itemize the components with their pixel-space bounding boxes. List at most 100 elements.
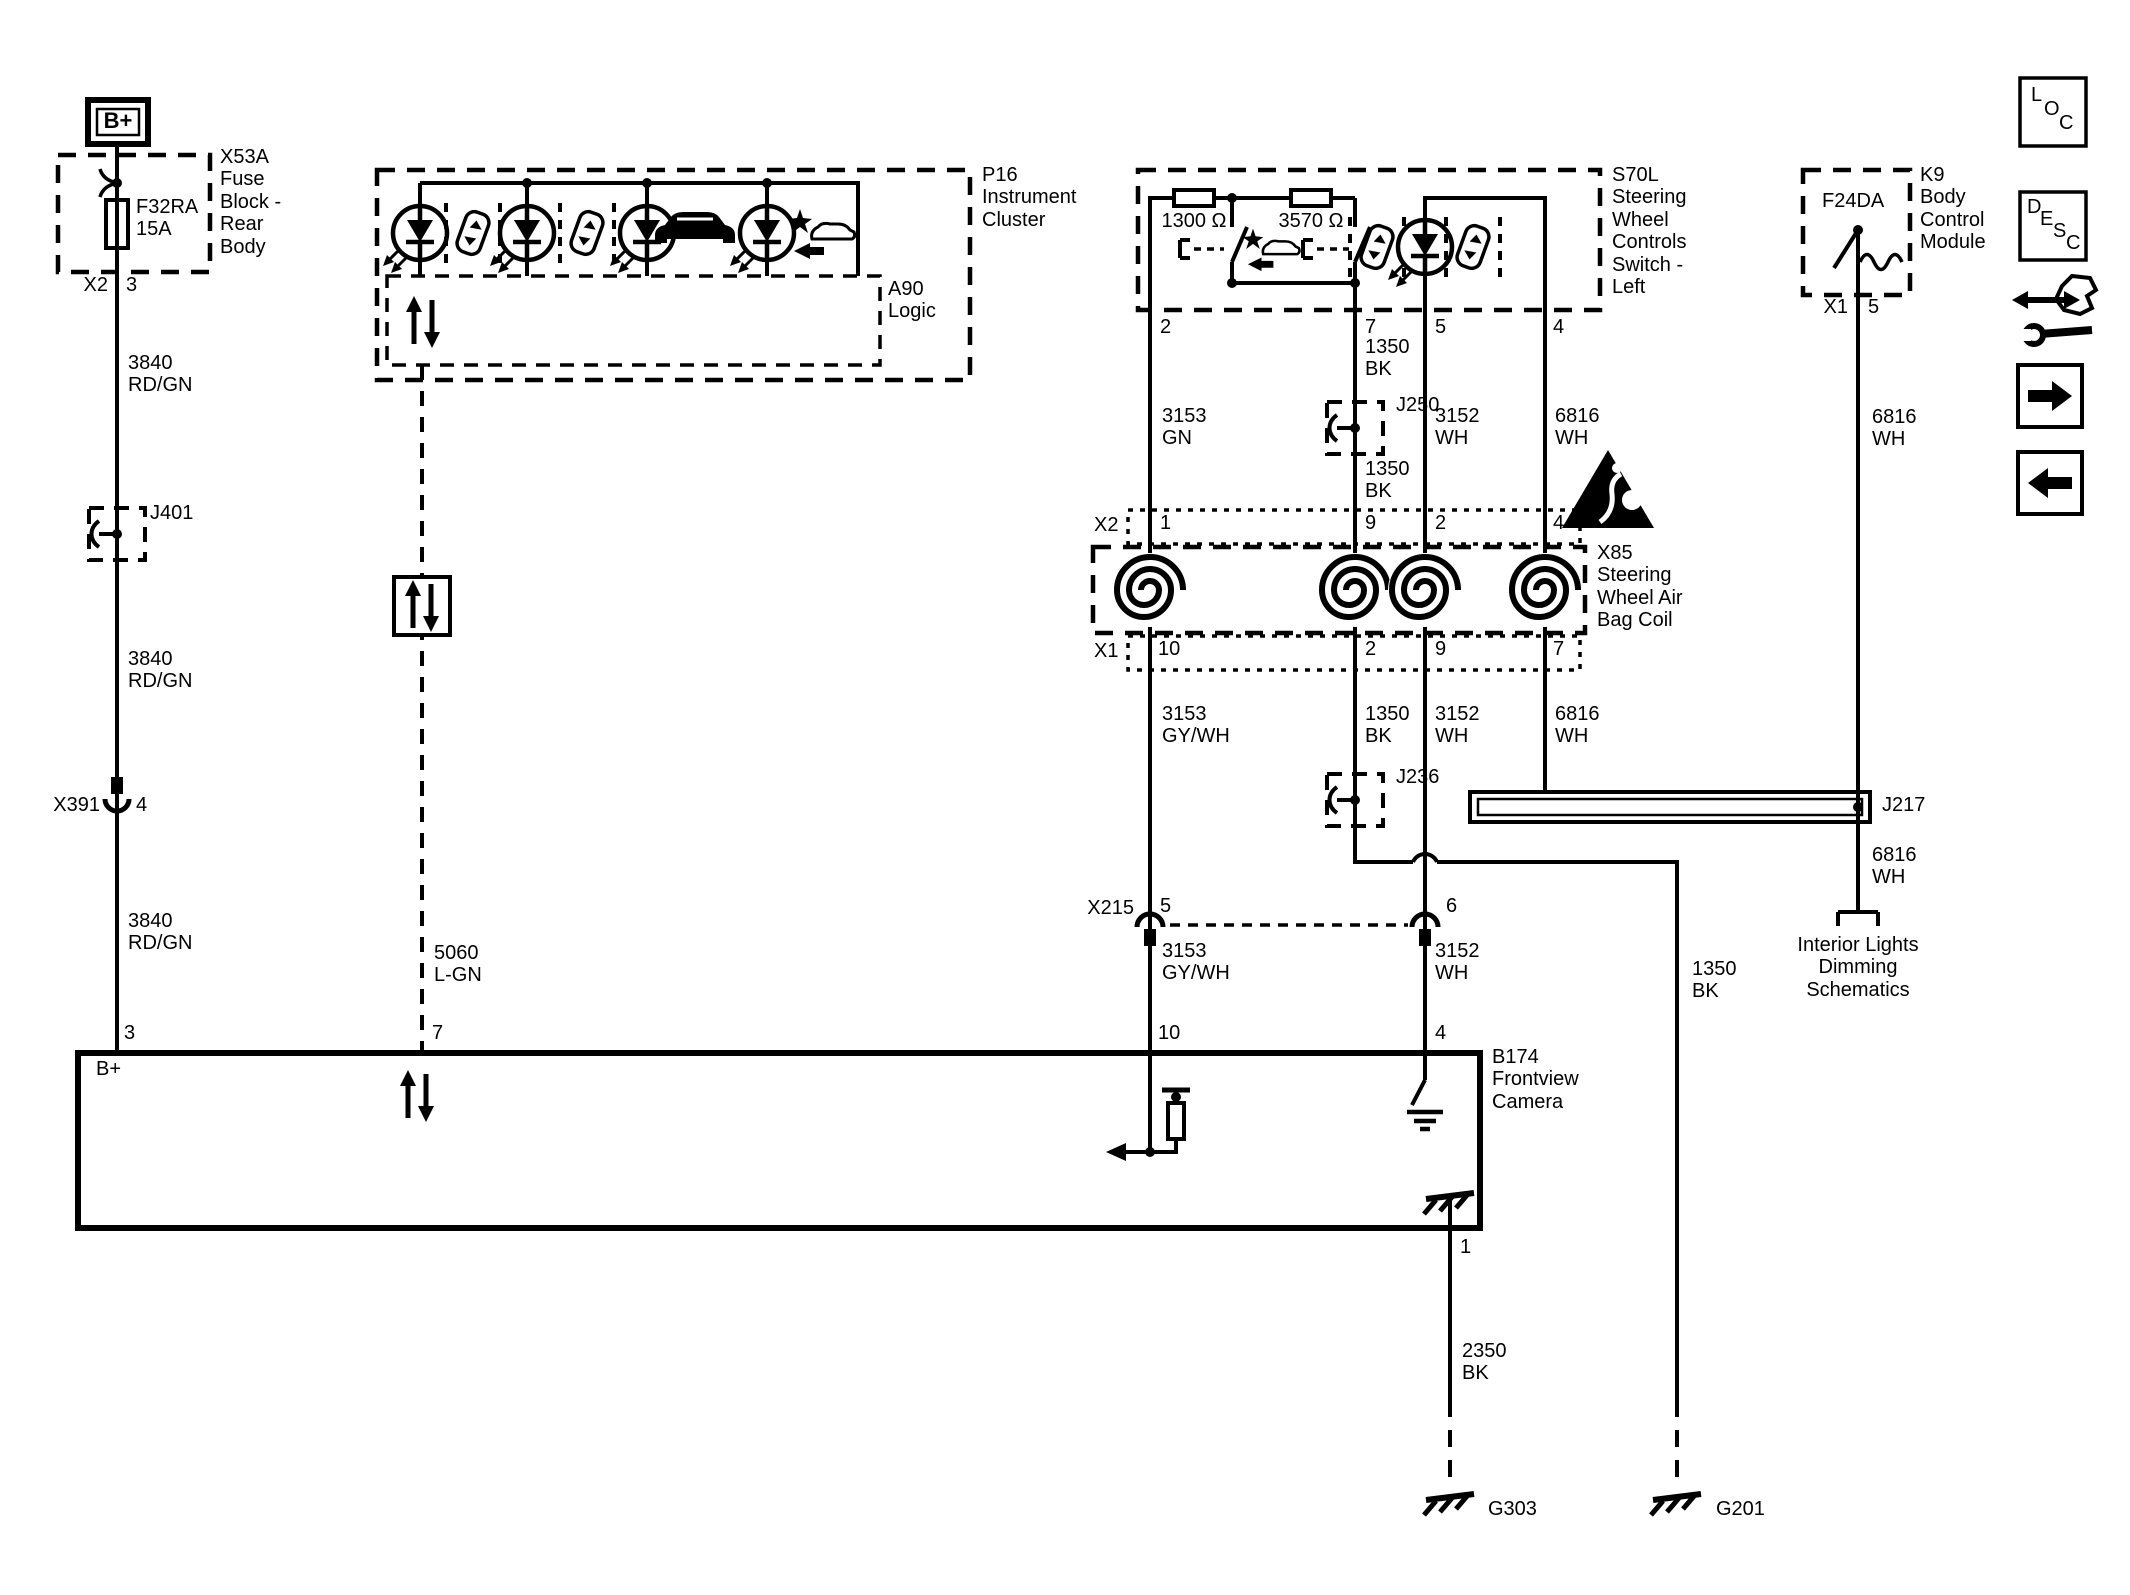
switch-pin-5: 5 [1435,316,1447,338]
connector-label: X1 [1094,640,1119,662]
wire-label: 3153 GY/WH [1162,940,1230,985]
electronic-fuse-arm [1832,228,1860,270]
collision-alert-icon [786,207,857,261]
fuse-label: F32RA 15A [136,196,199,241]
wire-label: 3840 RD/GN [128,910,193,955]
resistor-1300-icon [1172,188,1216,208]
prev-page-button[interactable] [2016,450,2084,516]
lane-departure-icon [558,201,616,265]
loc-letter: C [2059,112,2074,134]
loc-letter: L [2031,84,2043,106]
bus-tap-curve [98,168,118,198]
wire-label: 3840 RD/GN [128,648,193,693]
coil-icon [1318,553,1392,627]
coil-pin: 9 [1435,638,1447,660]
camera-pin-4: 4 [1435,1022,1447,1044]
right-arrow-icon [2052,381,2072,411]
collision-alert-icon [1241,227,1301,273]
switch-pin-2: 2 [1160,316,1172,338]
coil-pin: 2 [1435,512,1447,534]
coil-icon [1113,553,1187,627]
switch-name: S70L Steering Wheel Controls Switch - Le… [1612,164,1687,298]
ground-g303-icon [1424,1494,1474,1515]
desc-letter: C [2066,232,2081,254]
connector-x391-icon [102,777,132,814]
led-indicator-icon [1388,220,1452,287]
coil-icon [1388,553,1462,627]
cluster-name: P16 Instrument Cluster [982,164,1077,231]
desc-button[interactable] [2018,190,2088,262]
wire-label: 1350 BK [1692,958,1737,1003]
wire-label: 3152 WH [1435,405,1480,450]
connector-pin: 5 [1160,895,1172,917]
switch-pin-7: 7 [1365,316,1377,338]
signal-arrow-icon [1106,1143,1126,1161]
serial-data-arrows-icon [400,1070,434,1122]
desc-letter: S [2053,220,2067,242]
airbag-warning-triangle-icon [1562,450,1654,528]
loc-letter: O [2044,98,2060,120]
fuse-block-name: X53A Fuse Block - Rear Body [220,146,282,258]
lane-departure-icon [444,201,502,265]
bcm-name: K9 Body Control Module [1920,164,1986,254]
ground-label: G303 [1488,1498,1537,1520]
next-page-button[interactable] [2016,363,2084,429]
connector-label: X391 [53,794,100,816]
led-indicator-icon [730,206,794,273]
switch-contact-icon [1410,1053,1427,1106]
camera-pin-3: 3 [124,1022,136,1044]
resistor-3570-icon [1289,188,1333,208]
ground-label: G201 [1716,1498,1765,1520]
ground-g201-icon [1651,1494,1701,1515]
desc-letter: D [2027,196,2042,218]
switch-pin-4: 4 [1553,316,1565,338]
wire-label: 5060 L-GN [434,942,482,987]
bcm-pin: 5 [1868,296,1880,318]
splice-label: J401 [150,502,194,524]
wire-label: 6816 WH [1872,406,1917,451]
instrument-cluster-box [374,167,973,383]
offpage-reference: Interior Lights Dimming Schematics [1797,934,1919,1001]
wire-label: 3152 WH [1435,703,1480,748]
coil-pin: 2 [1365,638,1377,660]
bcm-fuse-label: F24DA [1822,190,1885,212]
connector-pin: 4 [136,794,148,816]
a90-logic-box [385,274,882,367]
offpage-connector-icon [1836,910,1880,926]
left-arrow-icon [2028,468,2048,498]
connector-x1-row [1126,634,1582,672]
wire-label: 3153 GN [1162,405,1207,450]
steering-wheel-switch-box [1135,167,1603,313]
connector-label: X2 [1094,514,1119,536]
connector-label: X215 [1087,897,1134,919]
loc-button[interactable] [2018,76,2088,148]
coil-pin: 7 [1553,638,1565,660]
splice-label: J250 [1396,394,1440,416]
wire-label: 3152 WH [1435,940,1480,985]
coil-pin: 4 [1553,512,1565,534]
wire-label: 6816 WH [1555,405,1600,450]
fuse-f32ra-icon [104,198,130,250]
fuse-block-pin: 3 [126,274,138,296]
bcm-connector: X1 [1823,296,1848,318]
wire-6816-wh-bcm [1836,230,1880,926]
coil-pin: 10 [1158,638,1181,660]
camera-name: B174 Frontview Camera [1492,1046,1579,1113]
diagnostic-wrench-icon[interactable] [2012,273,2099,347]
pullup-resistor-icon [1166,1101,1186,1141]
earth-ground-icon [1407,1109,1443,1132]
splice-label: J236 [1396,766,1440,788]
coil-pin: 1 [1160,512,1172,534]
coil-icon [1508,553,1582,627]
wire-label: 1350 BK [1365,703,1410,748]
wire-label: 1350 BK [1365,458,1410,503]
coil-pin: 9 [1365,512,1377,534]
wire-label: 1350 BK [1365,336,1410,381]
logic-label: A90 Logic [888,278,936,323]
splice-label: J217 [1882,794,1926,816]
resistor-value: 1300 Ω [1161,210,1227,232]
wire-label: 3153 GY/WH [1162,703,1230,748]
electronic-fuse-coil [1858,252,1904,272]
